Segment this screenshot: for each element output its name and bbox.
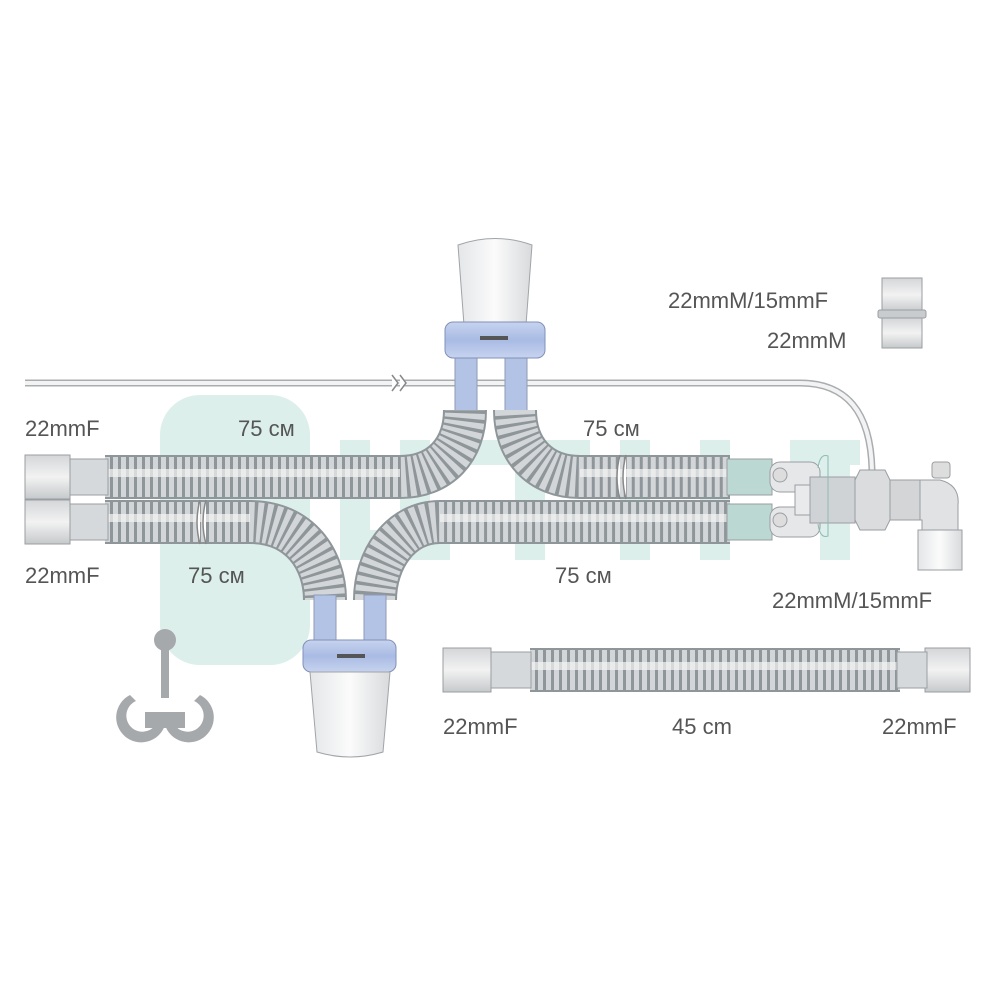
adapter-22mmM-15mmF xyxy=(877,277,927,349)
right-top-length-label: 75 см xyxy=(583,416,640,441)
corrugated-tubes xyxy=(105,408,900,692)
adapter-top-label: 22mmM/15mmF xyxy=(668,288,829,313)
adapter-bottom-label: 22mmM xyxy=(767,328,847,353)
left-top-end-label: 22mmF xyxy=(25,416,100,441)
tube-holder-clip xyxy=(116,629,214,743)
top-water-trap xyxy=(444,238,546,416)
tube-cuffs xyxy=(24,454,971,693)
bottom-water-trap xyxy=(302,594,397,758)
extension-left-end-label: 22mmF xyxy=(443,714,518,739)
left-top-length-label: 75 см xyxy=(238,416,295,441)
y-piece-connector xyxy=(769,455,963,571)
extension-length-label: 45 cm xyxy=(672,714,732,739)
extension-right-end-label: 22mmF xyxy=(882,714,957,739)
right-bottom-length-label: 75 см xyxy=(555,563,612,588)
left-bottom-end-label: 22mmF xyxy=(25,563,100,588)
y-piece-end-label: 22mmM/15mmF xyxy=(772,588,933,613)
left-bottom-length-label: 75 см xyxy=(188,563,245,588)
